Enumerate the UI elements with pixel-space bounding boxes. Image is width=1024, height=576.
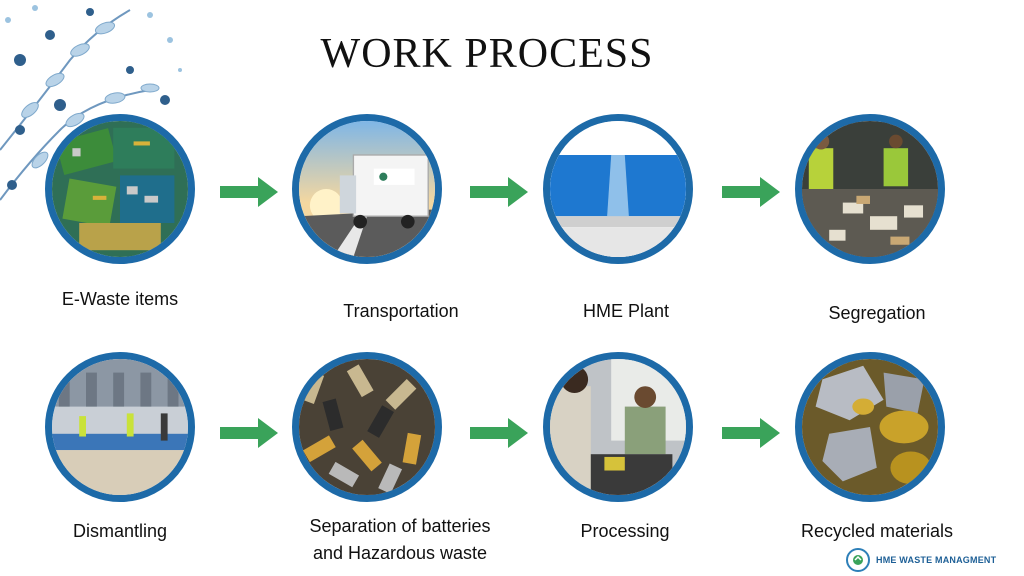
materials-photo (795, 352, 945, 502)
arrow-right-icon (470, 418, 528, 448)
step-label: E-Waste items (61, 289, 179, 309)
floral-decoration (0, 5, 182, 201)
step-label-line1: Separation of batteries (309, 516, 491, 536)
truck-photo (292, 114, 442, 264)
step-label: Processing (580, 521, 670, 541)
page-title: WORK PROCESS (320, 31, 654, 77)
step-label-line2: and Hazardous waste (312, 543, 488, 563)
arrow-right-icon (220, 418, 278, 448)
step-label: HME Plant (582, 301, 670, 321)
arrow-right-icon (470, 177, 528, 207)
step-label: Segregation (828, 303, 926, 323)
batteries-photo (292, 352, 442, 502)
step-label: Recycled materials (800, 521, 954, 541)
arrow-right-icon (220, 177, 278, 207)
arrow-right-icon (722, 418, 780, 448)
arrow-right-icon (722, 177, 780, 207)
processing-photo (543, 352, 693, 502)
step-label: Transportation (343, 301, 459, 321)
plant-photo (543, 114, 693, 264)
step-label: Dismantling (72, 521, 168, 541)
logo-text: HME WASTE MANAGMENT (876, 555, 997, 565)
segregation-photo (795, 114, 945, 264)
dismantling-photo (45, 352, 195, 502)
recycle-icon (846, 548, 870, 572)
ewaste-photo (45, 114, 195, 264)
company-logo: HME WASTE MANAGMENT (846, 548, 996, 572)
